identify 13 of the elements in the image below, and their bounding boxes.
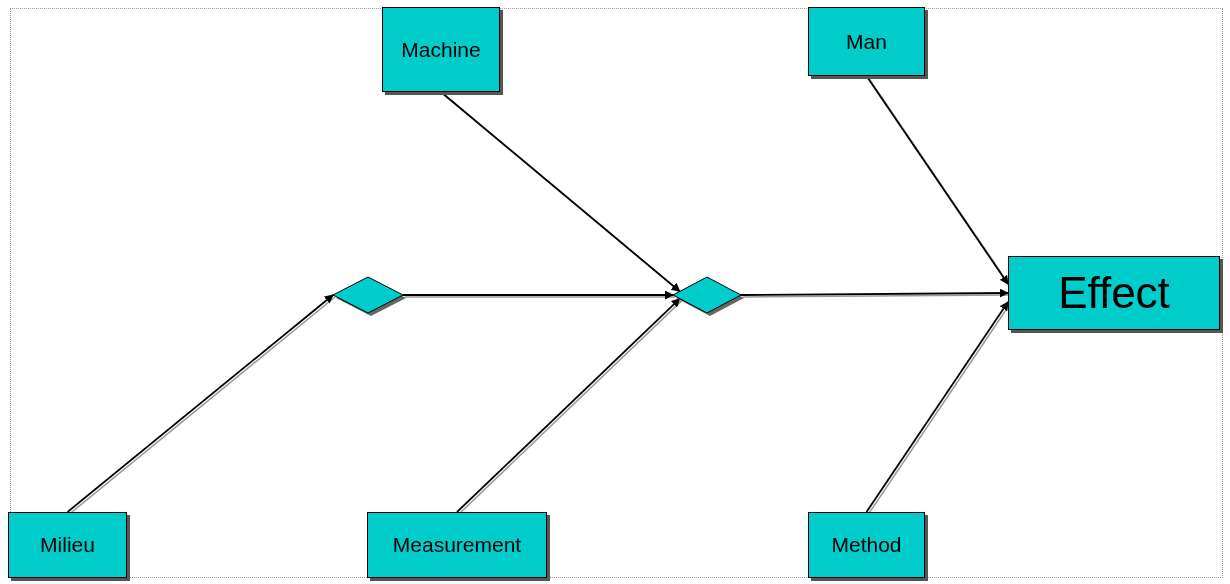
arrow xyxy=(456,297,681,513)
diamond-node xyxy=(673,277,741,313)
cause-box: Man xyxy=(808,7,925,76)
arrow xyxy=(66,294,334,513)
diamond-node xyxy=(333,277,403,313)
effect-box: Effect xyxy=(1008,256,1220,330)
cause-box: Machine xyxy=(382,7,500,92)
arrow xyxy=(740,288,1009,298)
cause-box: Milieu xyxy=(8,512,127,578)
cause-box: Measurement xyxy=(367,512,547,578)
cause-box: Method xyxy=(808,512,925,578)
arrow xyxy=(402,290,674,300)
arrow xyxy=(865,301,1009,513)
